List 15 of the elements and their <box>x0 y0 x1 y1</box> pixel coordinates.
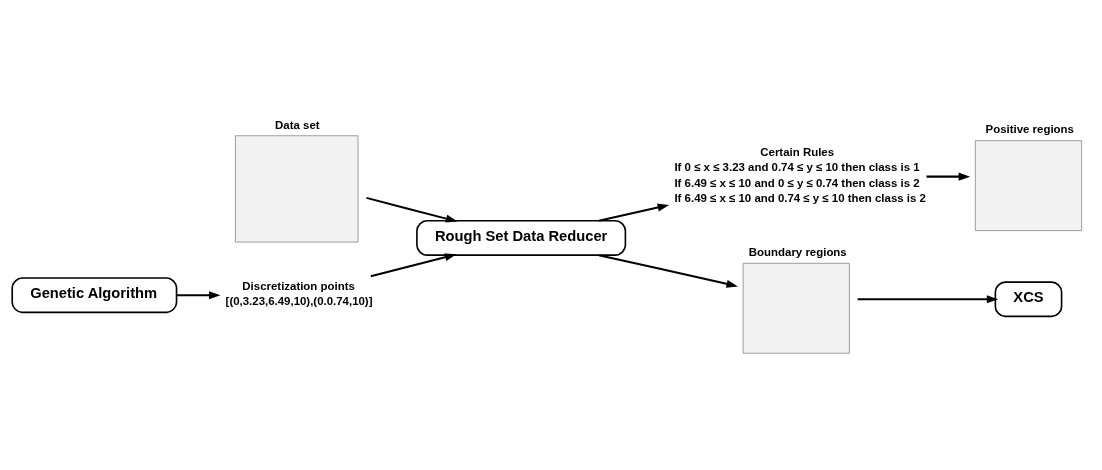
arrow <box>176 290 221 299</box>
arrow <box>366 196 458 223</box>
arrow <box>598 253 738 288</box>
arrow <box>857 294 999 303</box>
node-text: Certain Rules If 0 ≤ x ≤ 3.23 and 0.74 ≤ y ≤ 10 then class is 1 If 6.49 ≤ x ≤ 10 and 0 ≤ y ≤ 0.74 then class is 2 If 6.49 ≤ x ≤ 10 and 0.74 ≤ y ≤ 10 then class is 2 <box>674 145 926 204</box>
node-box: XCS <box>994 280 1063 317</box>
node-label: Boundary regions <box>748 245 847 258</box>
node-box: Genetic Algorithm <box>11 276 178 313</box>
arrow <box>598 203 670 222</box>
node-label: Positive regions <box>985 122 1074 135</box>
node-text: Discretization points [(0,3.23,6.49,10),(0.0.74,10)] <box>225 279 373 307</box>
arrow <box>370 252 457 277</box>
node-label: Data set <box>275 118 320 131</box>
arrow <box>926 172 971 181</box>
node-box: Rough Set Data Reducer <box>416 219 627 256</box>
